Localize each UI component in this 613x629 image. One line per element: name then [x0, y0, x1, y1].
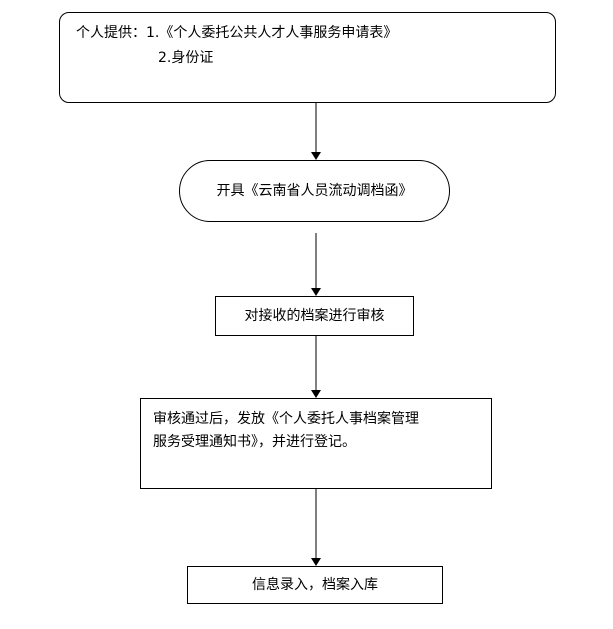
- step5-text: 信息录入，档案入库: [252, 577, 378, 593]
- step-issue-notice-register: 审核通过后，发放《个人委托人事档案管理 服务受理通知书》，并进行登记。: [140, 398, 492, 489]
- step-issue-transfer-letter: 开具《云南省人员流动调档函》: [179, 160, 450, 222]
- step-provide-materials: 个人提供：1.《个人委托公共人才人事服务申请表》 2.身份证: [59, 12, 556, 103]
- step-review-archive: 对接收的档案进行审核: [215, 296, 414, 336]
- step1-line1: 个人提供：1.《个人委托公共人才人事服务申请表》: [76, 25, 398, 41]
- step-record-and-store: 信息录入，档案入库: [187, 566, 443, 604]
- step4-line1: 审核通过后，发放《个人委托人事档案管理: [153, 411, 419, 427]
- step3-text: 对接收的档案进行审核: [244, 308, 385, 324]
- step2-text: 开具《云南省人员流动调档函》: [216, 183, 413, 199]
- step1-line2: 2.身份证: [158, 50, 214, 66]
- step4-line2: 服务受理通知书》，并进行登记。: [153, 434, 356, 450]
